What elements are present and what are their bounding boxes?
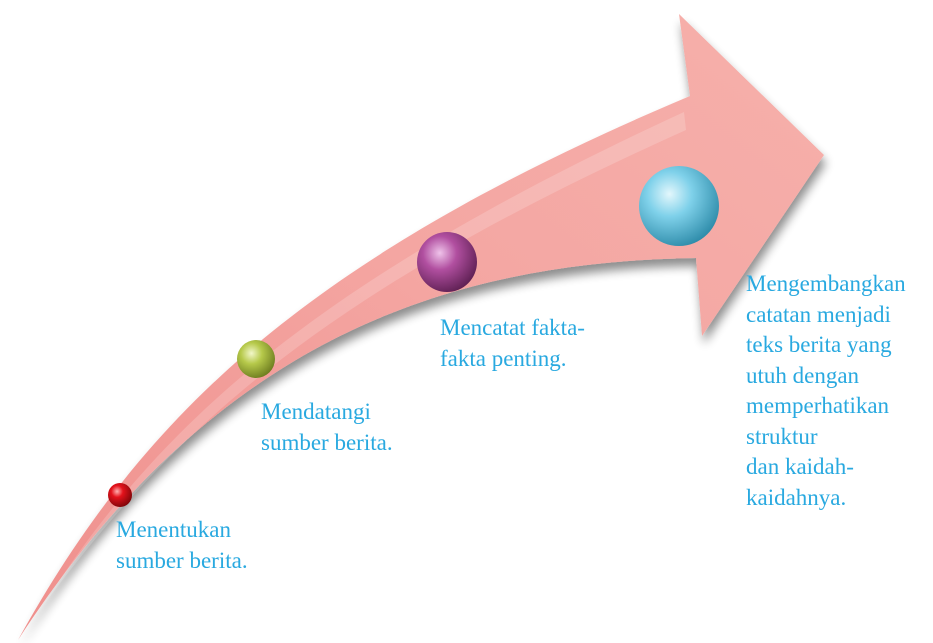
step-1-label: Menentukan sumber berita. <box>116 514 248 576</box>
step-4-label: Mengembangkan catatan menjadi teks berit… <box>746 269 906 513</box>
step-3-line-2: fakta penting. <box>440 346 567 371</box>
step-3-line-1: Mencatat fakta- <box>440 315 585 340</box>
step-4-line-4: utuh dengan <box>746 362 860 388</box>
step-1-line-2: sumber berita. <box>116 548 248 573</box>
step-4-line-1: Mengembangkan <box>746 271 906 296</box>
step-4-marker <box>639 166 719 246</box>
step-2-label: Mendatangi sumber berita. <box>261 396 393 458</box>
step-4-line-6: struktur <box>746 423 818 449</box>
step-3-label: Mencatat fakta- fakta penting. <box>440 312 585 374</box>
step-2-line-1: Mendatangi <box>261 399 371 424</box>
step-1-marker <box>108 483 132 507</box>
step-1-line-1: Menentukan <box>116 517 231 542</box>
step-markers <box>108 166 719 507</box>
step-4-line-5: memperhatikan <box>746 393 890 418</box>
step-4-line-8: kaidahnya. <box>746 484 847 510</box>
step-3-marker <box>417 232 477 292</box>
step-4-line-7: dan kaidah- <box>746 454 854 479</box>
step-4-line-3: teks berita yang <box>746 332 892 357</box>
step-2-line-2: sumber berita. <box>261 430 393 455</box>
growth-arrow <box>18 14 824 640</box>
step-4-line-2: catatan menjadi <box>746 301 891 327</box>
step-2-marker <box>237 340 275 378</box>
